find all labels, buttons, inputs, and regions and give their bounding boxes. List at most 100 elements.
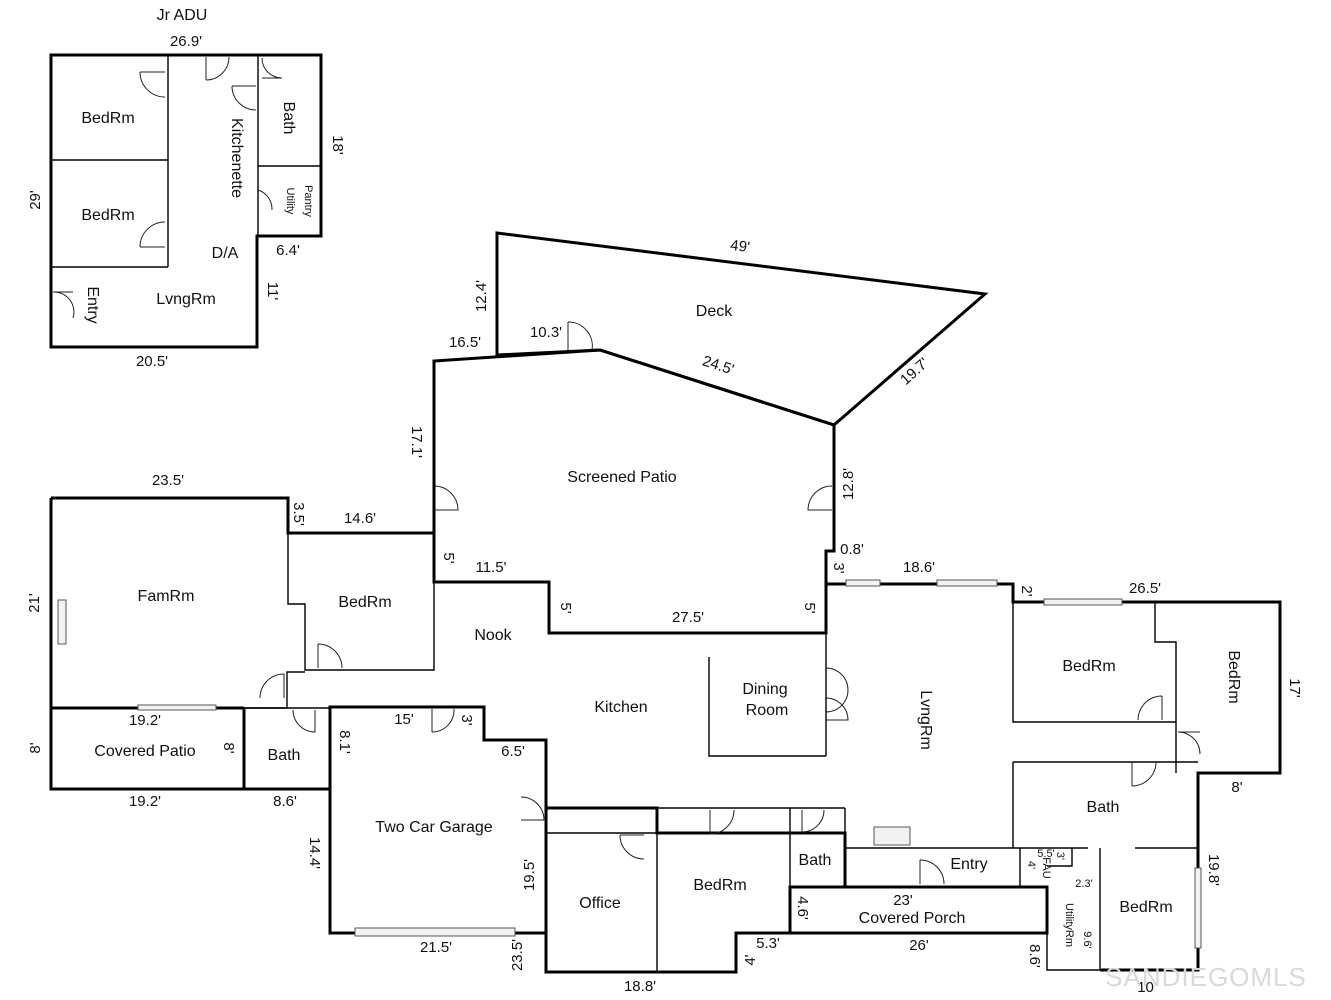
window-icon (936, 579, 998, 587)
door-icon (205, 56, 230, 81)
dimension-label: 5' (801, 602, 818, 613)
kitchen-label: Kitchen (594, 699, 647, 716)
adu-utility-label: Utility (284, 188, 296, 215)
dimension-label: 21.5' (420, 939, 452, 956)
screened-patio-wall (432, 348, 836, 635)
dimension-label: 23.5' (152, 472, 184, 489)
dimension-label: 6.4' (276, 242, 300, 259)
dining-wall (708, 657, 826, 757)
adu-kitchenette-label: Kitchenette (228, 118, 245, 198)
door-icon (139, 71, 166, 98)
door-icon (709, 809, 735, 835)
door-icon (1131, 761, 1157, 787)
adu-pantry-label: Pantry (302, 185, 314, 217)
door-icon (431, 708, 455, 733)
dimension-label: 18.8' (624, 978, 656, 995)
deck-label: Deck (696, 303, 733, 320)
dimension-label: 14.4' (306, 837, 323, 869)
dimension-label: 18' (329, 135, 346, 155)
dimension-label: 5' (557, 602, 574, 613)
covered-patio-label: Covered Patio (94, 743, 195, 760)
famrm-label: FamRm (138, 588, 195, 605)
fau-label: FAU (1040, 857, 1052, 878)
interior-wall (287, 533, 435, 671)
screened-patio-label: Screened Patio (567, 469, 677, 486)
deck: Deck 49' 12.4' 10.3' 24.5' 19.7' (473, 231, 989, 427)
bedrm-ne2-label: BedRm (1225, 650, 1242, 703)
dimension-label: 9.6' (1081, 931, 1093, 948)
dimension-label: 8.6' (273, 793, 297, 810)
door-icon (801, 809, 825, 833)
dimension-label: 6.5' (501, 743, 525, 760)
window-icon (873, 826, 911, 846)
garage-door-icon (354, 927, 516, 937)
dimension-label: 11' (264, 282, 281, 301)
famrm-wall (51, 496, 434, 535)
adu-unit: Jr ADU BedRm BedRm Bath Kitchenette Pant… (27, 7, 346, 370)
door-icon (1137, 695, 1163, 721)
door-icon (919, 859, 945, 885)
door-icon (520, 796, 545, 821)
dimension-label: 24.5' (700, 352, 736, 378)
dimension-label: 4' (1025, 861, 1037, 869)
dimension-label: 8.1' (336, 730, 353, 754)
bedrm-se-label: BedRm (1119, 899, 1172, 916)
door-icon (807, 485, 833, 511)
dimension-label: 5.3' (756, 935, 780, 952)
dimension-label: 18.6' (903, 559, 935, 576)
bath-east-label: Bath (1087, 799, 1120, 816)
door-icon (567, 321, 593, 351)
adu-lvngrm-label: LvngRm (156, 291, 216, 308)
utilityrm-label: UtilityRm (1063, 903, 1075, 947)
door-icon (139, 221, 166, 248)
west-exterior-wall (49, 498, 330, 791)
dimension-label: 27.5' (672, 609, 704, 626)
dimension-label: 3' (458, 714, 475, 725)
dimension-label: 21' (26, 593, 43, 613)
dimension-label: 49' (729, 237, 751, 256)
adu-exterior-wall (49, 53, 323, 349)
dimension-label: 0.8' (840, 541, 864, 558)
interior-wall (244, 671, 305, 709)
dimension-label: 12.8' (840, 468, 857, 500)
dimension-label: 11.5' (476, 559, 507, 576)
interior-wall (1012, 602, 1177, 723)
door-icon (259, 673, 285, 699)
dimension-label: 8' (27, 742, 44, 753)
interior-wall (1046, 887, 1100, 971)
main-house: Screened Patio FamRm BedRm Nook Kitchen … (26, 334, 1303, 996)
dimension-label: 2.3' (1075, 878, 1092, 890)
dimension-label: 19.2' (129, 712, 161, 729)
dimension-label: 12.4' (473, 280, 490, 312)
dimension-label: 8' (1231, 779, 1242, 796)
dimension-label: 4.6' (794, 896, 811, 920)
dimension-label: 10.3' (530, 324, 562, 341)
dimension-label: 5' (440, 552, 457, 563)
dimension-label: 4' (742, 954, 759, 965)
garage-label: Two Car Garage (375, 819, 492, 836)
dimension-label: 20.5' (136, 353, 168, 370)
door-icon (261, 57, 283, 79)
dimension-label: 29' (27, 190, 44, 210)
window-icon (137, 704, 217, 711)
adu-bath-label: Bath (280, 102, 297, 135)
dimension-label: 23' (893, 892, 913, 909)
dimension-label: 8' (220, 742, 237, 753)
door-icon (433, 485, 459, 511)
dimension-label: 19.8' (1205, 854, 1222, 886)
dimension-label: 8.6' (1026, 944, 1043, 968)
fireplace-icon (57, 599, 67, 645)
door-icon (619, 834, 645, 860)
dining-label-2: Room (746, 702, 789, 719)
door-icon (825, 667, 849, 713)
adu-bedrm-1-label: BedRm (81, 110, 134, 127)
dimension-label: 26' (909, 937, 929, 954)
adu-entry-label: Entry (84, 286, 101, 323)
bedrm-west-label: BedRm (338, 594, 391, 611)
door-icon (52, 291, 75, 319)
dimension-label: 16.5' (449, 334, 481, 351)
bedrm-south-label: BedRm (693, 877, 746, 894)
window-icon (1043, 598, 1123, 606)
dimension-label: 10' (1137, 979, 1157, 996)
